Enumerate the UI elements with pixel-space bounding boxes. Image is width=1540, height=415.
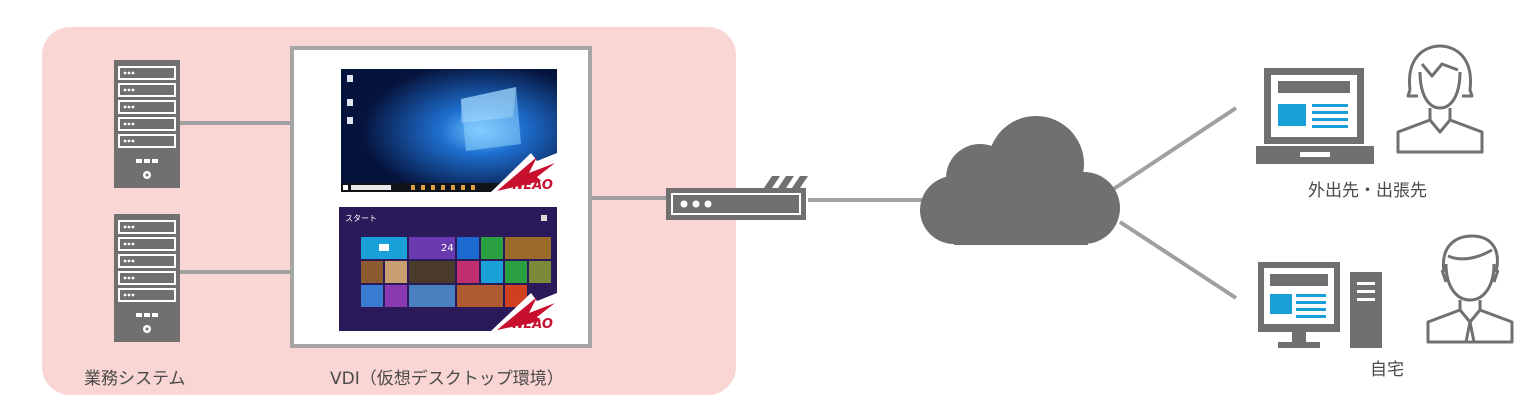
win8-start-label: スタート bbox=[345, 214, 377, 223]
connector-server1-vdi bbox=[180, 121, 292, 125]
neao-logo-icon bbox=[497, 297, 555, 330]
neao-brand-text: NEAO bbox=[513, 317, 553, 331]
woman-avatar-icon bbox=[1396, 44, 1484, 154]
vdi-label: VDI（仮想デスクトップ環境） bbox=[330, 369, 564, 389]
connector-vdi-router bbox=[592, 196, 668, 200]
windows8-start-screenshot: スタート 24 NEAO bbox=[339, 207, 557, 331]
desktop-pc-icon bbox=[1258, 262, 1382, 348]
cloud-icon bbox=[920, 116, 1120, 245]
server-icon bbox=[114, 60, 180, 188]
home-label: 自宅 bbox=[1370, 360, 1404, 380]
win8-tile-number: 24 bbox=[441, 243, 454, 254]
neao-logo-icon bbox=[497, 157, 555, 191]
connector-router-cloud bbox=[808, 198, 926, 202]
connector-cloud-endpoints bbox=[1110, 106, 1238, 300]
connector-server2-vdi bbox=[180, 270, 292, 274]
router-icon bbox=[666, 176, 808, 220]
neao-brand-text: NEAO bbox=[513, 178, 553, 192]
business-system-label: 業務システム bbox=[84, 369, 186, 389]
laptop-icon bbox=[1256, 68, 1374, 164]
man-avatar-icon bbox=[1426, 234, 1514, 344]
server-icon bbox=[114, 214, 180, 342]
windows10-desktop-screenshot: NEAO bbox=[341, 69, 557, 192]
remote-office-label: 外出先・出張先 bbox=[1308, 181, 1427, 201]
